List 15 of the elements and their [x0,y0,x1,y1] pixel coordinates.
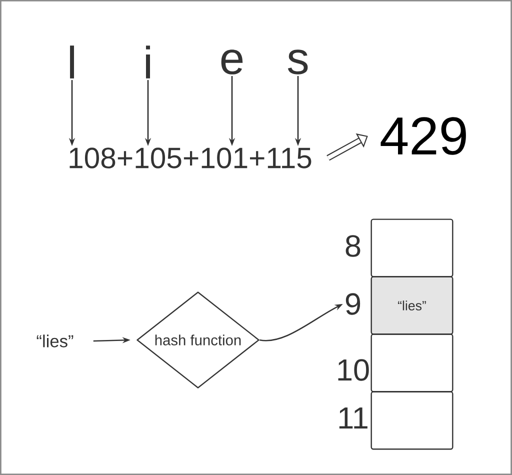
result-number: 429 [380,117,466,155]
arrow [326,133,368,161]
sum-text: 108+105+101+115 [70,148,312,168]
index-number: 8 [346,235,360,257]
letter: e [221,50,243,74]
table-cell [370,391,454,450]
letter: s [288,50,308,74]
string-text: “lies” [36,334,74,348]
letter: l [70,46,74,78]
letter: i [146,46,150,78]
index-number: 11 [339,407,368,429]
table-cell: “lies” [370,276,454,335]
index-number: 9 [346,293,360,315]
index-number: 10 [338,359,369,381]
table-cell [370,334,454,392]
